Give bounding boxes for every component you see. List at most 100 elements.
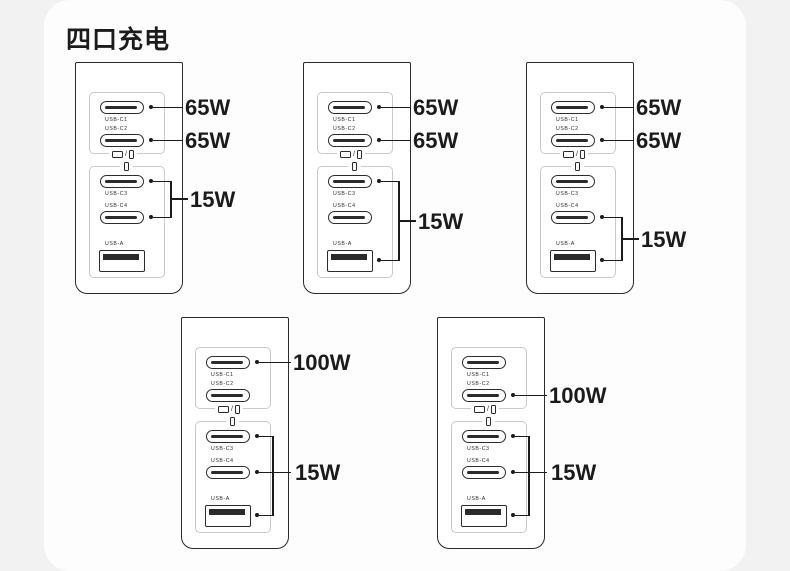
port-usb-a[interactable] <box>99 250 145 272</box>
port-usb-a[interactable] <box>461 505 507 527</box>
callout-65w-c1: 65W <box>636 95 682 120</box>
phone-icon <box>575 161 580 171</box>
bracket-stem-15w <box>398 220 416 222</box>
port-label-usb-c2: USB-C2 <box>467 381 490 387</box>
port-label-usb-a: USB-A <box>556 241 575 247</box>
callout-15w: 15W <box>641 227 687 252</box>
port-usb-c2[interactable] <box>551 134 595 147</box>
port-label-usb-c1: USB-C1 <box>105 117 128 123</box>
port-label-usb-c2: USB-C2 <box>333 126 356 132</box>
port-label-usb-c1: USB-C1 <box>467 372 490 378</box>
laptop-icon <box>112 150 123 158</box>
phone-icon <box>230 416 235 426</box>
device-compat-icons: / <box>215 404 243 414</box>
callout-65w-c2: 65W <box>185 128 231 153</box>
port-usb-c1[interactable] <box>462 356 506 369</box>
port-usb-c1[interactable] <box>551 101 595 114</box>
port-usb-a[interactable] <box>550 250 596 272</box>
separator-slash: / <box>576 150 578 158</box>
callout-15w: 15W <box>295 460 341 485</box>
port-label-usb-c2: USB-C2 <box>105 126 128 132</box>
port-label-usb-c1: USB-C1 <box>556 117 579 123</box>
callout-65w-c1: 65W <box>413 95 459 120</box>
bracket-stem-15w <box>170 198 188 200</box>
phone-compat-icon-wrap <box>226 416 239 426</box>
separator-slash: / <box>125 150 127 158</box>
device-compat-icons: / <box>109 149 137 159</box>
leader-line-c1 <box>381 106 411 108</box>
port-label-usb-c4: USB-C4 <box>556 203 579 209</box>
port-usb-c3[interactable] <box>328 175 372 188</box>
port-usb-c3[interactable] <box>100 175 144 188</box>
leader-dot-usb-a <box>600 258 604 262</box>
leader-dot-c4 <box>600 215 604 219</box>
port-label-usb-a: USB-A <box>467 496 486 502</box>
bracket-arm-c3 <box>381 180 399 182</box>
port-usb-c4[interactable] <box>206 466 250 479</box>
port-label-usb-c1: USB-C1 <box>333 117 356 123</box>
leader-dot-c2 <box>600 138 604 142</box>
port-label-usb-c3: USB-C3 <box>333 191 356 197</box>
leader-dot-usb-a <box>255 513 259 517</box>
laptop-icon <box>563 150 574 158</box>
port-label-usb-a: USB-A <box>211 496 230 502</box>
device-compat-icons: / <box>471 404 499 414</box>
port-label-usb-c4: USB-C4 <box>211 458 234 464</box>
port-usb-c4[interactable] <box>100 211 144 224</box>
port-label-usb-a: USB-A <box>333 241 352 247</box>
port-usb-c3[interactable] <box>551 175 595 188</box>
port-usb-a[interactable] <box>205 505 251 527</box>
port-usb-c4[interactable] <box>462 466 506 479</box>
callout-65w-c2: 65W <box>636 128 682 153</box>
phone-compat-icon-wrap <box>348 161 361 171</box>
leader-dot-c4 <box>255 470 259 474</box>
bracket-stem-15w <box>515 471 547 473</box>
port-usb-c1[interactable] <box>100 101 144 114</box>
port-usb-c1[interactable] <box>328 101 372 114</box>
bracket-arm-usb-a <box>259 514 273 516</box>
port-usb-c2[interactable] <box>100 134 144 147</box>
leader-dot-c1 <box>377 105 381 109</box>
callout-15w: 15W <box>190 187 236 212</box>
port-usb-c3[interactable] <box>462 430 506 443</box>
phone-compat-icon-wrap <box>482 416 495 426</box>
phone-icon <box>490 404 496 414</box>
port-label-usb-c2: USB-C2 <box>556 126 579 132</box>
device-compat-icons: / <box>337 149 365 159</box>
separator-slash: / <box>353 150 355 158</box>
bracket-arm-usb-a <box>604 259 622 261</box>
callout-65w-c2: 65W <box>413 128 459 153</box>
port-usb-c1[interactable] <box>206 356 250 369</box>
port-usb-c2[interactable] <box>206 389 250 402</box>
callout-15w: 15W <box>418 209 464 234</box>
leader-line-c2 <box>381 139 411 141</box>
phone-icon <box>486 416 491 426</box>
port-usb-c4[interactable] <box>328 211 372 224</box>
port-label-usb-c1: USB-C1 <box>211 372 234 378</box>
leader-dot-c3 <box>511 434 515 438</box>
port-usb-c2[interactable] <box>328 134 372 147</box>
leader-dot-c4 <box>511 470 515 474</box>
separator-slash: / <box>231 405 233 413</box>
port-label-usb-c3: USB-C3 <box>211 446 234 452</box>
port-usb-c2[interactable] <box>462 389 506 402</box>
leader-line-c2 <box>153 139 183 141</box>
device-compat-icons: / <box>560 149 588 159</box>
bracket-arm-usb-a <box>381 259 399 261</box>
phone-compat-icon-wrap <box>571 161 584 171</box>
callout-15w: 15W <box>551 460 597 485</box>
port-usb-c4[interactable] <box>551 211 595 224</box>
bracket-arm-c3 <box>515 435 529 437</box>
phone-icon <box>128 149 134 159</box>
bracket-arm-c4 <box>153 216 171 218</box>
port-usb-c3[interactable] <box>206 430 250 443</box>
port-label-usb-c3: USB-C3 <box>105 191 128 197</box>
port-label-usb-c4: USB-C4 <box>105 203 128 209</box>
port-label-usb-c4: USB-C4 <box>333 203 356 209</box>
leader-line-c1 <box>259 361 291 363</box>
leader-line-c1 <box>604 106 634 108</box>
port-usb-a[interactable] <box>327 250 373 272</box>
laptop-icon <box>218 405 229 413</box>
port-label-usb-c3: USB-C3 <box>556 191 579 197</box>
leader-dot-usb-a <box>511 513 515 517</box>
